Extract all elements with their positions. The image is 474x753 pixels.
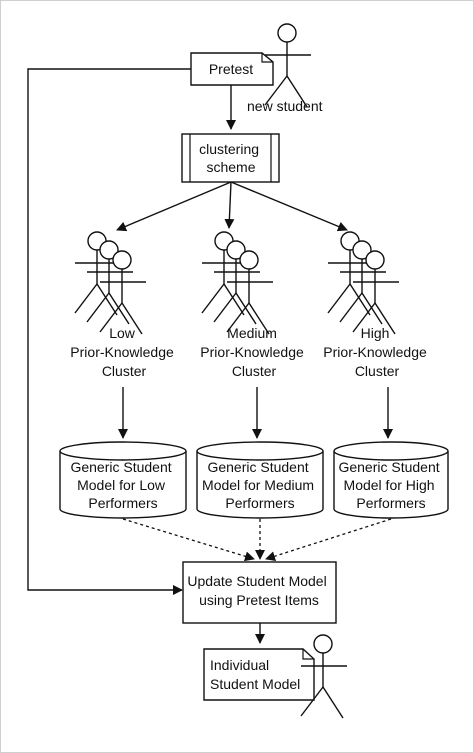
individual-model-document: Individual Student Model — [203, 648, 315, 701]
clustering-scheme-box: clustering scheme — [181, 133, 280, 183]
clustering-scheme-label: clustering scheme — [199, 141, 263, 175]
connector-high-model-to-update — [265, 518, 392, 562]
high-cluster-group-icon — [327, 231, 400, 335]
medium-cluster-label: Medium Prior-Knowledge Cluster — [200, 325, 307, 379]
low-model-database-icon — [59, 441, 187, 519]
update-model-box: Update Student Model using Pretest Items — [182, 561, 337, 624]
connector-clustering-to-low — [116, 181, 232, 232]
high-model-label: Generic Student Model for High Performer… — [338, 459, 443, 511]
medium-model-database-icon — [196, 441, 324, 519]
connector-low-model-to-update — [122, 518, 255, 562]
low-cluster-label: Low Prior-Knowledge Cluster — [70, 325, 177, 379]
new-student-label: new student — [247, 98, 323, 114]
connector-pretest-to-update — [27, 68, 191, 595]
connector-clustering-to-high — [230, 181, 348, 232]
connector-clustering-to-medium — [224, 181, 235, 229]
medium-cluster-group-icon — [201, 231, 274, 335]
high-model-database-icon — [333, 441, 449, 519]
high-cluster-label: High Prior-Knowledge Cluster — [323, 325, 430, 379]
pretest-label: Pretest — [209, 61, 253, 77]
low-model-label: Generic Student Model for Low Performers — [70, 459, 175, 511]
low-cluster-group-icon — [74, 231, 147, 335]
update-model-label: Update Student Model using Pretest Items — [187, 573, 330, 608]
medium-model-label: Generic Student Model for Medium Perform… — [202, 459, 318, 511]
individual-model-label: Individual Student Model — [210, 657, 300, 692]
pretest-document: Pretest — [190, 52, 274, 86]
